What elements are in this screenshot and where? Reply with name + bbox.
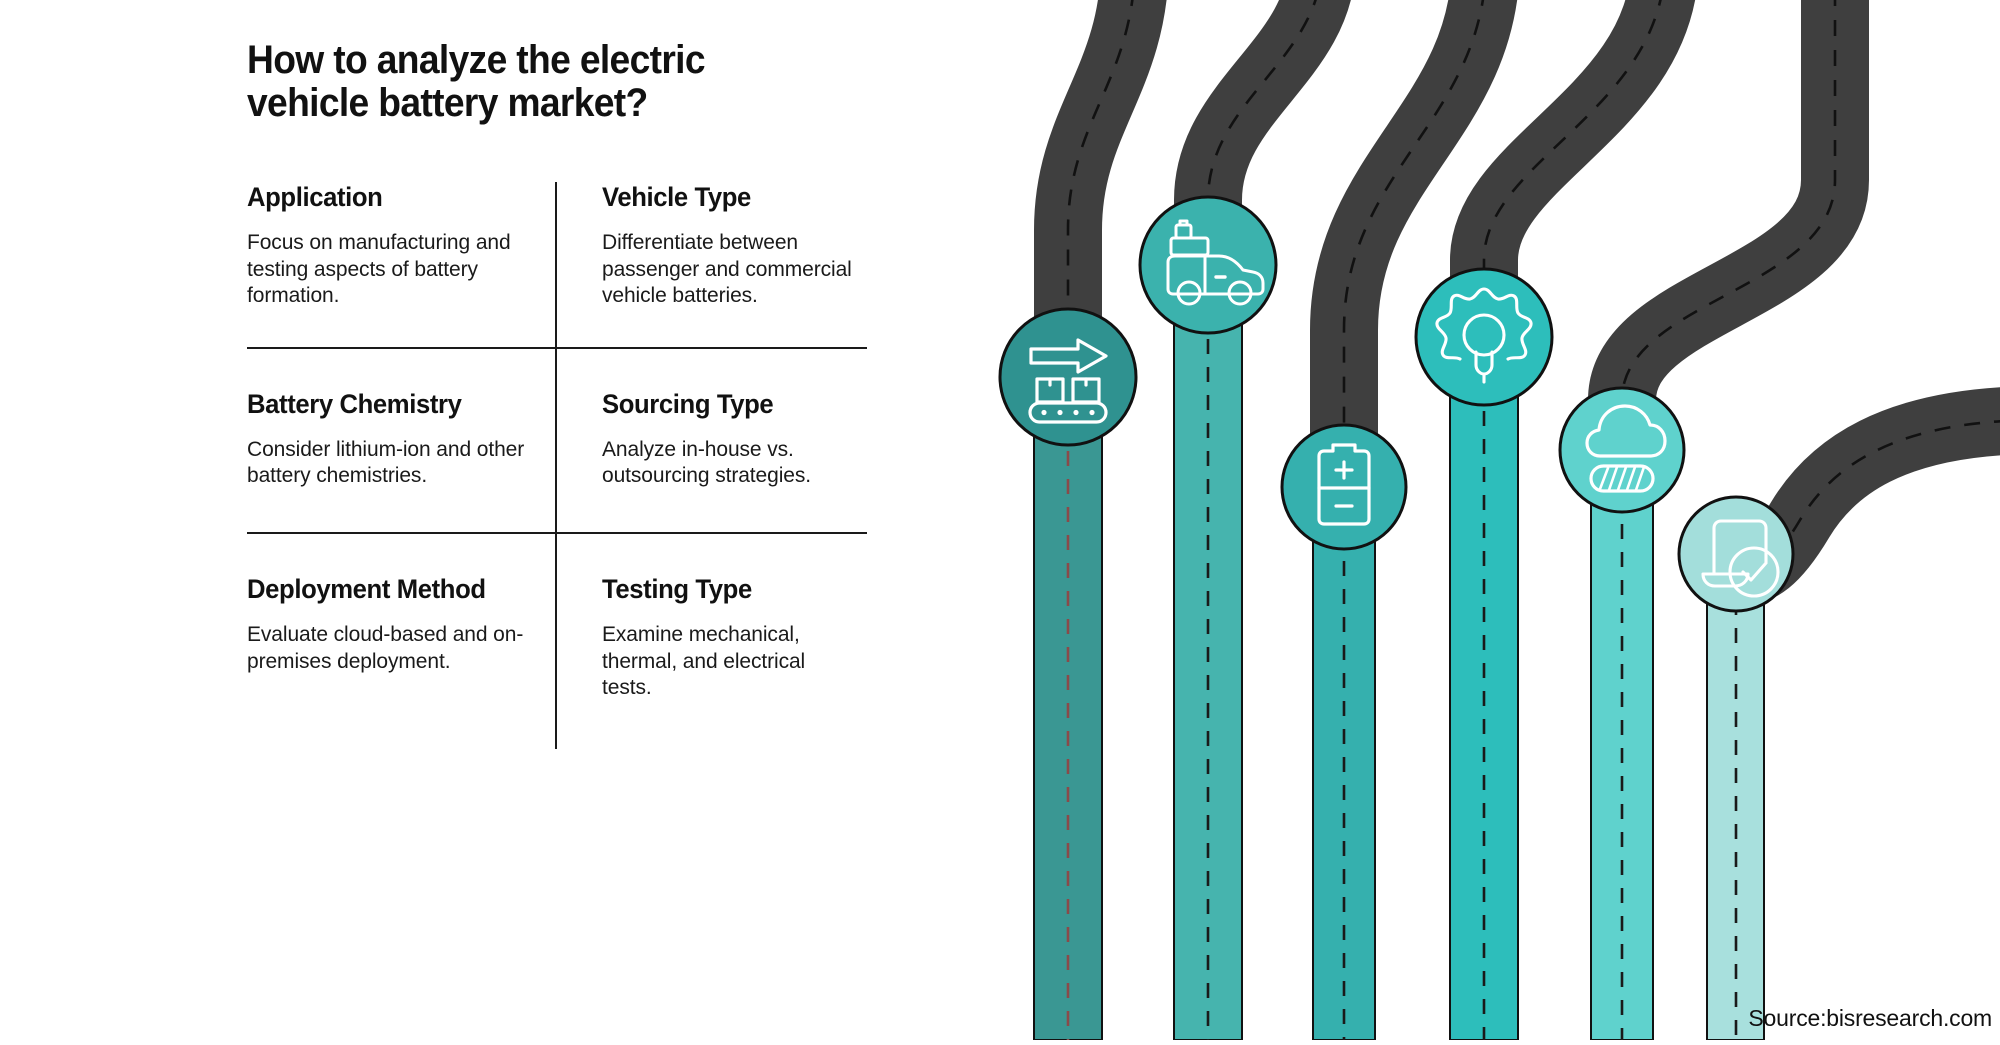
criteria-matrix: Application Focus on manufacturing and t… [247, 182, 867, 749]
source-label: Source:bisresearch.com [1748, 1005, 1992, 1031]
cell-body: Evaluate cloud-based and on-premises dep… [247, 622, 524, 673]
cell-body: Analyze in-house vs. outsourcing strateg… [602, 437, 811, 488]
cell-heading: Vehicle Type [602, 182, 751, 212]
matrix-cell-application: Application Focus on manufacturing and t… [247, 182, 557, 310]
lightbulb-gear-icon [1435, 287, 1533, 384]
car-with-luggage-icon [1166, 219, 1265, 306]
column-dashes-group [1066, 283, 1738, 1040]
cell-heading: Testing Type [602, 574, 752, 604]
matrix-cell-deployment-method: Deployment Method Evaluate cloud-based a… [247, 574, 557, 702]
matrix-cell-sourcing-type: Sourcing Type Analyze in-house vs. outso… [557, 389, 867, 490]
cell-body: Examine mechanical, thermal, and electri… [602, 622, 806, 700]
cell-heading: Deployment Method [247, 574, 486, 604]
matrix-cell-vehicle-type: Vehicle Type Differentiate between passe… [557, 182, 867, 310]
cell-heading: Sourcing Type [602, 388, 774, 419]
matrix-row: Application Focus on manufacturing and t… [247, 182, 867, 434]
cell-body: Differentiate between passenger and comm… [602, 230, 852, 308]
matrix-horizontal-divider [247, 532, 867, 534]
matrix-row: Deployment Method Evaluate cloud-based a… [247, 534, 867, 749]
matrix-horizontal-divider [247, 346, 867, 349]
node-circle-2 [1138, 195, 1278, 335]
node-lane-6[interactable] [1677, 495, 1795, 613]
matrix-row: Battery Chemistry Consider lithium-ion a… [247, 348, 867, 599]
cell-heading: Application [247, 182, 383, 212]
cell-body: Focus on manufacturing and testing aspec… [247, 230, 511, 308]
road-svg [998, 0, 2000, 1040]
page-title: How to analyze the electric vehicle batt… [247, 37, 706, 125]
matrix-vertical-divider [555, 348, 557, 599]
cell-body: Consider lithium-ion and other battery c… [247, 437, 525, 488]
road-lane-dashes [1066, 0, 2000, 577]
matrix-cell-testing-type: Testing Type Examine mechanical, thermal… [557, 574, 867, 702]
conveyor-belt-icon [1028, 338, 1108, 424]
battery-icon [1317, 443, 1371, 526]
node-lane-4[interactable] [1414, 267, 1554, 407]
cloud-upload-icon [1585, 404, 1667, 493]
node-lane-2[interactable] [1138, 195, 1278, 335]
node-lane-1[interactable] [998, 307, 1138, 447]
road-infographic: Source:bisresearch.com [930, 0, 2000, 1040]
left-text-panel: How to analyze the electric vehicle batt… [0, 0, 930, 1040]
node-lane-3[interactable] [1280, 423, 1408, 551]
node-lane-5[interactable] [1558, 386, 1686, 514]
matrix-cell-battery-chemistry: Battery Chemistry Consider lithium-ion a… [247, 389, 557, 490]
matrix-vertical-divider [555, 182, 557, 434]
matrix-vertical-divider [555, 534, 557, 749]
cell-heading: Battery Chemistry [247, 388, 462, 419]
laptop-check-icon [1701, 519, 1780, 598]
node-circle-1 [998, 307, 1138, 447]
